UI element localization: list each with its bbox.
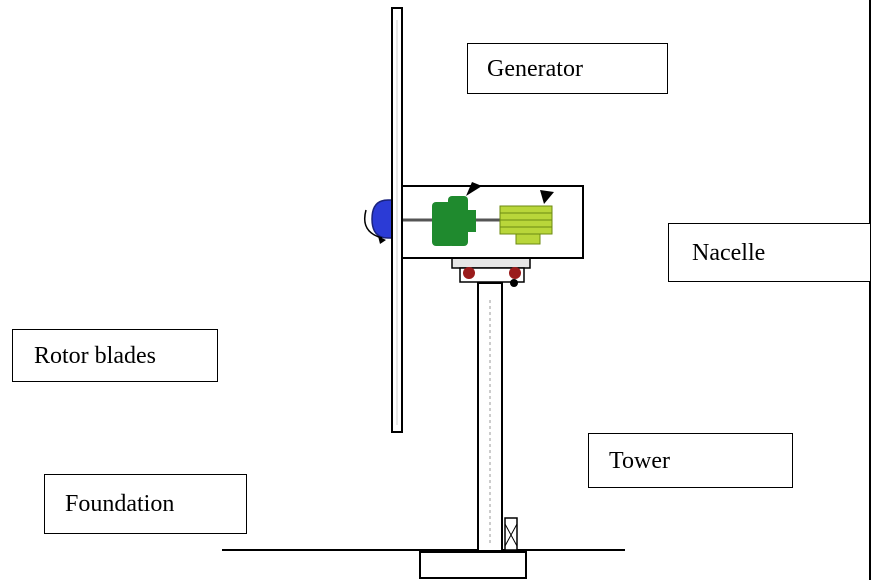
arrow-generator <box>540 190 554 204</box>
rotor-blade <box>391 7 403 433</box>
nacelle-housing <box>400 185 584 259</box>
tower-label: Tower <box>588 433 793 488</box>
gearbox <box>432 196 476 246</box>
nacelle-label: Nacelle <box>668 223 871 282</box>
generator-unit <box>499 205 553 245</box>
tower <box>477 282 518 552</box>
arrow-gearbox <box>466 182 482 196</box>
generator-label: Generator <box>467 43 668 94</box>
foundation-label: Foundation <box>44 474 247 534</box>
rotor-blades-label: Rotor blades <box>12 329 218 382</box>
yaw-bearing <box>451 257 531 287</box>
foundation-block <box>419 551 527 579</box>
